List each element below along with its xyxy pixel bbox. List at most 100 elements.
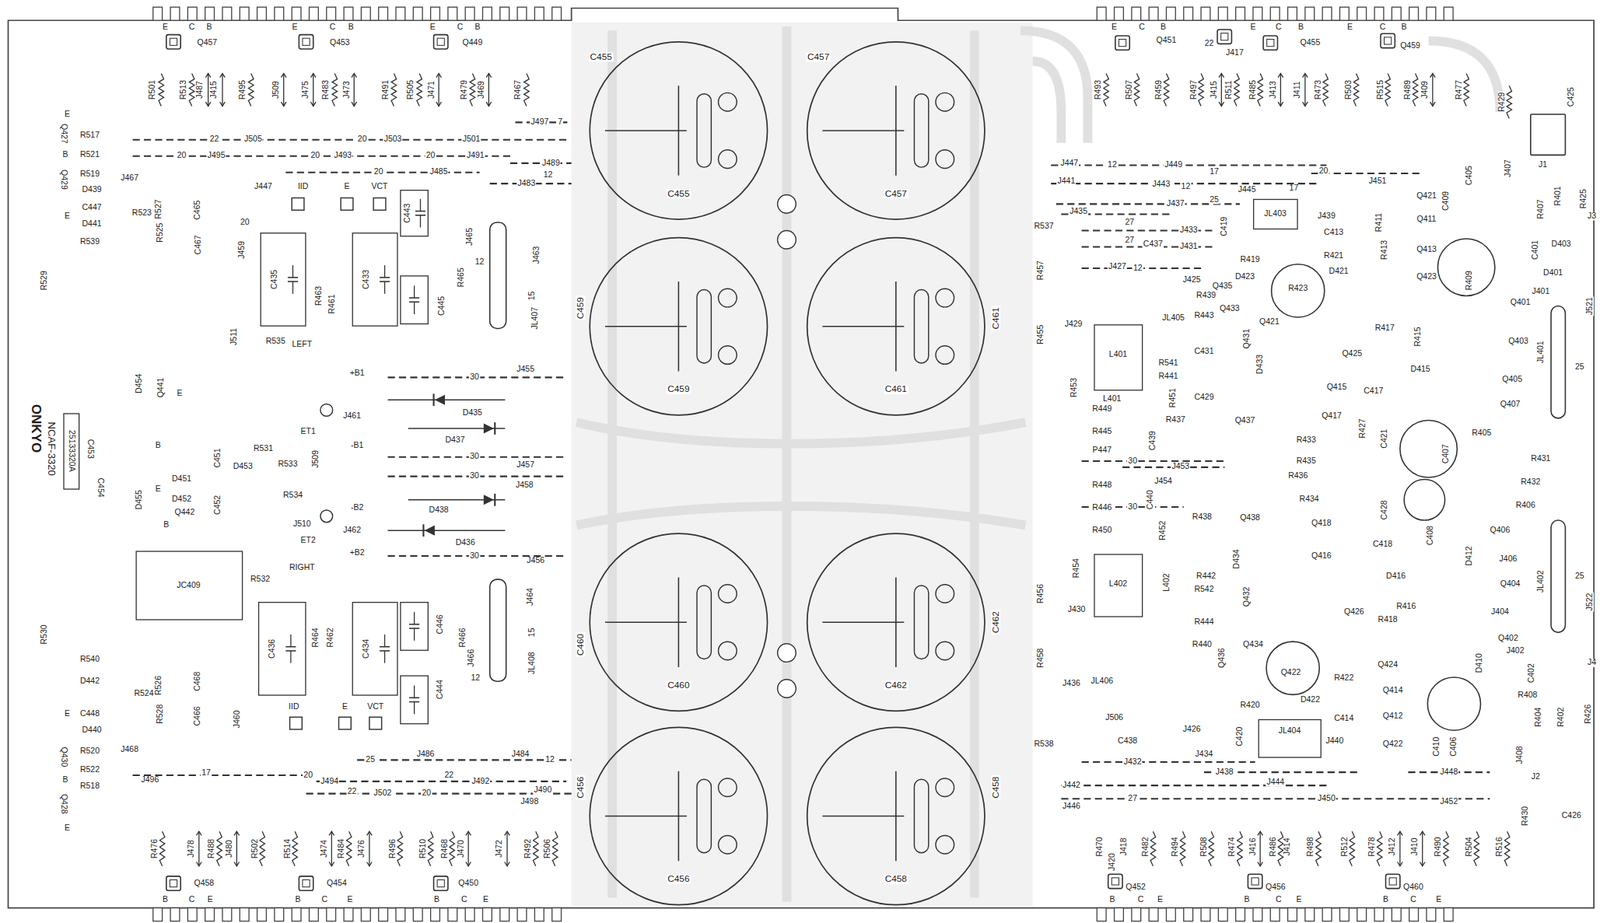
capacitor-circle xyxy=(589,533,767,711)
part-label: R526 xyxy=(154,675,163,697)
jumper-capsule xyxy=(1550,520,1565,633)
part-label: R405 xyxy=(1470,429,1493,438)
part-label: R532 xyxy=(249,575,272,584)
part-label: R482 xyxy=(1141,836,1150,858)
part-label: J457 xyxy=(515,461,536,470)
part-label: J4 xyxy=(1586,658,1598,667)
component-box: C435 xyxy=(260,232,307,327)
part-label: R448 xyxy=(1091,481,1114,490)
part-label: R494 xyxy=(1171,836,1180,858)
part-label: R489 xyxy=(1403,79,1412,102)
solder-pad xyxy=(320,510,333,523)
part-label: E xyxy=(1249,23,1257,32)
capacitor-mark xyxy=(605,815,687,818)
component-box: L402L402 xyxy=(1093,553,1143,617)
capacitor-pad xyxy=(935,778,955,798)
part-label: B xyxy=(154,441,163,450)
component-box: C444 xyxy=(399,675,429,725)
part-label: R478 xyxy=(1368,836,1376,858)
part-label: R407 xyxy=(1536,198,1545,221)
part-label: R507 xyxy=(1125,79,1134,102)
part-label: VCT xyxy=(370,182,389,191)
heatsink-tab xyxy=(413,908,423,922)
part-label: D441 xyxy=(80,220,103,228)
capacitor-lead xyxy=(384,281,386,295)
jumper-arrow xyxy=(310,101,316,106)
jumper-arrow xyxy=(205,101,211,106)
part-label: -B1 xyxy=(350,441,365,450)
part-label: J455 xyxy=(515,365,536,374)
part-label: Q442 xyxy=(173,509,196,518)
part-label: R422 xyxy=(1333,674,1355,683)
jumper-arrow xyxy=(1397,831,1404,836)
capacitor-mark xyxy=(678,577,680,668)
part-label: R470 xyxy=(1095,836,1104,858)
part-label: R425 xyxy=(1579,188,1588,211)
part-label: 15 xyxy=(528,626,537,638)
part-label: R484 xyxy=(337,838,346,861)
jumper-arrow xyxy=(1277,101,1284,106)
part-label: R504 xyxy=(1465,836,1474,858)
part-label: R446 xyxy=(1091,504,1114,512)
capacitor-circle xyxy=(807,238,985,416)
part-label: J447 xyxy=(253,182,274,191)
heatsink-tab xyxy=(1443,908,1453,922)
part-label: J462 xyxy=(342,526,362,535)
part-label: R529 xyxy=(40,269,49,292)
heatsink-tab xyxy=(1357,7,1367,21)
part-label: E xyxy=(343,182,351,191)
part-label: R515 xyxy=(1376,79,1385,102)
jumper-link xyxy=(1304,73,1306,106)
heatsink-tab xyxy=(413,7,423,21)
part-label: C402 xyxy=(1527,662,1536,685)
part-label: J486 xyxy=(415,751,435,760)
part-label: J459 xyxy=(238,240,246,260)
resistor-symbol xyxy=(189,73,195,106)
heatsink-tab xyxy=(1426,908,1436,922)
jumper-link xyxy=(506,831,508,867)
part-label: Q433 xyxy=(1218,304,1241,313)
part-label: R458 xyxy=(1036,647,1045,669)
jumper-arrow xyxy=(220,73,226,78)
part-label: C447 xyxy=(80,203,103,212)
part-label: C426 xyxy=(1560,812,1583,820)
heatsink-tab xyxy=(170,908,180,922)
capacitor-circle xyxy=(807,42,985,220)
part-label: R401 xyxy=(1554,185,1562,207)
heatsink-tab xyxy=(1391,7,1401,21)
copper-trace xyxy=(1032,61,1062,144)
part-label: 27 xyxy=(1127,794,1138,803)
part-label: R542 xyxy=(1193,585,1215,594)
part-label: R453 xyxy=(1070,377,1079,400)
copper-trace xyxy=(1428,40,1501,113)
component-box: C433 xyxy=(352,232,399,327)
heatsink-tab xyxy=(500,7,510,21)
part-label: J472 xyxy=(496,839,505,859)
heatsink-tab xyxy=(1235,7,1246,21)
part-label: C xyxy=(320,896,329,904)
solder-pad xyxy=(777,679,797,699)
heatsink-tab xyxy=(1374,7,1384,21)
part-label: Q417 xyxy=(1320,412,1343,421)
copper-trace xyxy=(782,26,792,903)
resistor-symbol xyxy=(159,831,165,867)
part-label: D435 xyxy=(462,409,484,417)
part-label: Q435 xyxy=(1211,282,1233,291)
resistor-symbol xyxy=(532,831,539,867)
part-label: R437 xyxy=(1164,416,1187,424)
part-label: R451 xyxy=(1169,387,1177,410)
part-label: R474 xyxy=(1228,836,1236,858)
resistor-symbol xyxy=(397,831,403,867)
capacitor-mark xyxy=(605,129,687,132)
heatsink-tab xyxy=(430,7,441,21)
part-label: D421 xyxy=(1327,267,1350,276)
jumper-arrow xyxy=(486,101,492,106)
part-label: 12 xyxy=(1106,161,1118,169)
part-label: B xyxy=(346,23,355,32)
part-label: P447 xyxy=(1091,447,1113,456)
part-label: R524 xyxy=(133,689,155,698)
part-label: E xyxy=(482,896,491,904)
transistor-pad xyxy=(1217,29,1232,44)
capacitor-mark xyxy=(605,325,687,328)
jumper-link xyxy=(236,831,238,867)
